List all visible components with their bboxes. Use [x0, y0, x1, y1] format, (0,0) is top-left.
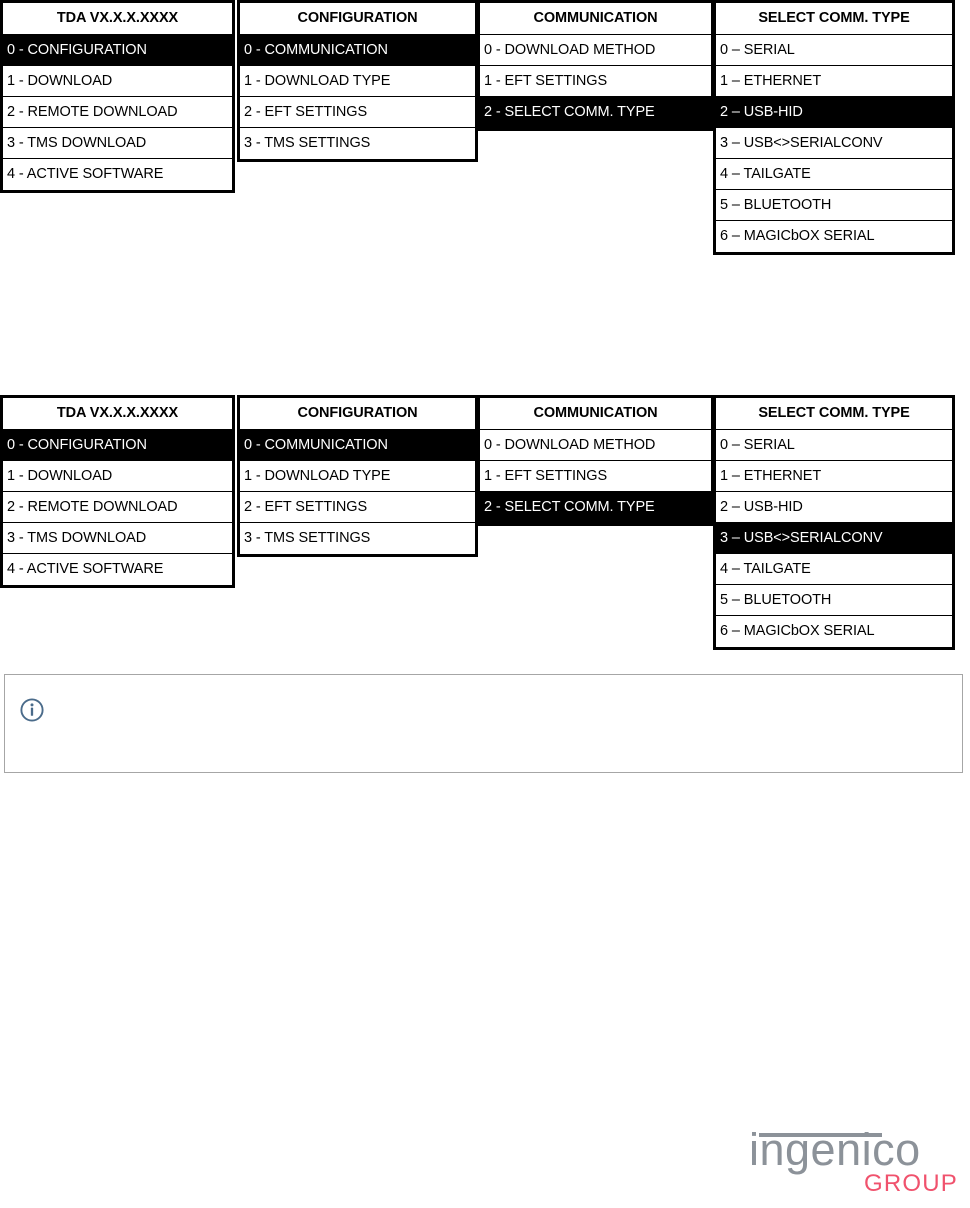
- menu-item[interactable]: 1 - DOWNLOAD TYPE: [240, 461, 475, 492]
- menu-item[interactable]: 6 – MAGICbOX SERIAL: [716, 616, 952, 647]
- menu-item-selected[interactable]: 0 - CONFIGURATION: [0, 430, 235, 461]
- menu-item[interactable]: 2 – USB-HID: [716, 492, 952, 523]
- menu-item[interactable]: 6 – MAGICbOX SERIAL: [716, 221, 952, 252]
- menu-item[interactable]: 2 - EFT SETTINGS: [240, 492, 475, 523]
- menu-item[interactable]: 1 - DOWNLOAD: [3, 461, 232, 492]
- panel-title: COMMUNICATION: [480, 398, 711, 430]
- menu-item[interactable]: 5 – BLUETOOTH: [716, 585, 952, 616]
- menu-item[interactable]: 1 - EFT SETTINGS: [480, 66, 711, 97]
- menu-item[interactable]: 5 – BLUETOOTH: [716, 190, 952, 221]
- menu-item[interactable]: 0 - DOWNLOAD METHOD: [480, 430, 711, 461]
- menu-item[interactable]: 1 – ETHERNET: [716, 66, 952, 97]
- menu-item[interactable]: 3 - TMS DOWNLOAD: [3, 128, 232, 159]
- menu-item[interactable]: 1 - DOWNLOAD: [3, 66, 232, 97]
- panel-title: SELECT COMM. TYPE: [716, 3, 952, 35]
- panel-title: SELECT COMM. TYPE: [716, 398, 952, 430]
- logo-wordmark: ingenico: [747, 1124, 962, 1176]
- menu-item[interactable]: 1 – ETHERNET: [716, 461, 952, 492]
- panel-title: CONFIGURATION: [240, 398, 475, 430]
- menu-item[interactable]: 4 – TAILGATE: [716, 159, 952, 190]
- ingenico-logo: ingenico GROUP: [747, 1124, 962, 1202]
- menu-item-selected[interactable]: 3 – USB<>SERIALCONV: [713, 523, 955, 554]
- menu-item[interactable]: 2 - EFT SETTINGS: [240, 97, 475, 128]
- menu-item[interactable]: 3 - TMS DOWNLOAD: [3, 523, 232, 554]
- logo-overline-bar: [759, 1133, 882, 1137]
- logo-group-text: GROUP: [863, 1170, 958, 1197]
- panel-title: TDA VX.X.X.XXXX: [3, 398, 232, 430]
- menu-item[interactable]: 2 - REMOTE DOWNLOAD: [3, 492, 232, 523]
- menu-item-selected[interactable]: 2 - SELECT COMM. TYPE: [477, 492, 714, 523]
- menu-item[interactable]: 0 – SERIAL: [716, 430, 952, 461]
- menu-item[interactable]: 3 - TMS SETTINGS: [240, 523, 475, 554]
- menu-item[interactable]: 4 – TAILGATE: [716, 554, 952, 585]
- menu-item-selected[interactable]: 0 - COMMUNICATION: [237, 430, 478, 461]
- menu-item[interactable]: 0 – SERIAL: [716, 35, 952, 66]
- menu-item[interactable]: 4 - ACTIVE SOFTWARE: [3, 554, 232, 585]
- info-circle-icon: [20, 698, 44, 722]
- logo-wordmark-text: ingenico: [749, 1124, 921, 1175]
- menu-item[interactable]: 4 - ACTIVE SOFTWARE: [3, 159, 232, 190]
- menu-item-selected[interactable]: 2 - SELECT COMM. TYPE: [477, 97, 714, 128]
- menu-item-selected[interactable]: 0 - CONFIGURATION: [0, 35, 235, 66]
- menu-item[interactable]: 3 – USB<>SERIALCONV: [716, 128, 952, 159]
- menu-item[interactable]: 0 - DOWNLOAD METHOD: [480, 35, 711, 66]
- menu-item-selected[interactable]: 0 - COMMUNICATION: [237, 35, 478, 66]
- menu-item[interactable]: 2 - REMOTE DOWNLOAD: [3, 97, 232, 128]
- panel-title: TDA VX.X.X.XXXX: [3, 3, 232, 35]
- info-note-box: [4, 674, 963, 773]
- menu-item[interactable]: 1 - DOWNLOAD TYPE: [240, 66, 475, 97]
- menu-item-selected[interactable]: 2 – USB-HID: [713, 97, 955, 128]
- menu-item[interactable]: 3 - TMS SETTINGS: [240, 128, 475, 159]
- menu-item[interactable]: 1 - EFT SETTINGS: [480, 461, 711, 492]
- panel-title: COMMUNICATION: [480, 3, 711, 35]
- panel-title: CONFIGURATION: [240, 3, 475, 35]
